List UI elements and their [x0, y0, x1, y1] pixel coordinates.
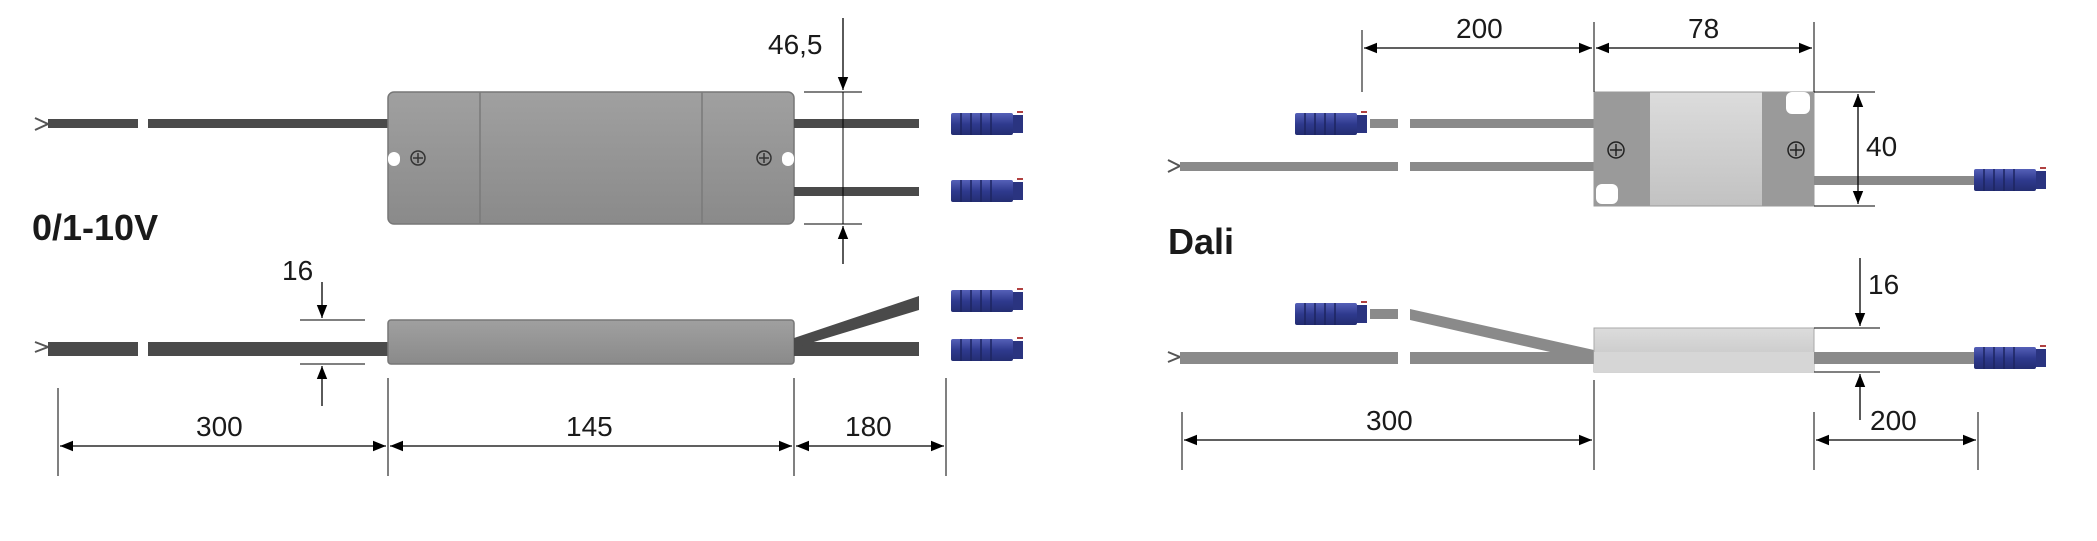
input-cable: [48, 119, 138, 128]
wire-end-icon: [34, 117, 51, 131]
connector-plug-icon: [950, 288, 1024, 313]
dim-cable-in: 300: [1366, 405, 1413, 436]
left-title: 0/1-10V: [32, 207, 158, 248]
wire-end-icon: [34, 341, 51, 353]
screw-hole-icon: [1607, 141, 1625, 159]
left-length-dims: 300 145 180: [57, 378, 947, 476]
dim-height-top: 40: [1866, 131, 1897, 162]
connector-plug-icon: [950, 111, 1024, 136]
dim-cable-in: 300: [196, 411, 243, 442]
right-length-dims: 300 200: [1181, 380, 1979, 470]
right-title: Dali: [1168, 221, 1234, 262]
screw-hole-icon: [388, 152, 400, 166]
right-side-view: 16: [1167, 258, 2047, 420]
driver-body: [387, 91, 795, 225]
screw-hole-icon: [1787, 141, 1805, 159]
screw-hole-icon: [410, 150, 426, 166]
right-diagram: Dali 200: [1167, 13, 2047, 470]
dim-height-side: 16: [282, 255, 313, 286]
input-cable: [148, 119, 388, 128]
output-cable: [794, 119, 919, 128]
dim-body: 145: [566, 411, 613, 442]
dim-cable-out: 180: [845, 411, 892, 442]
left-diagram: 0/1-10V 46,5: [32, 18, 1024, 476]
wire-end-icon: [1167, 351, 1183, 363]
screw-hole-icon: [1786, 92, 1810, 114]
dim-cable-out: 200: [1870, 405, 1917, 436]
connector-plug-icon: [1294, 301, 1368, 326]
connector-plug-icon: [950, 337, 1024, 362]
left-top-view: 46,5: [34, 18, 1024, 264]
connector-plug-icon: [1973, 167, 2047, 192]
dim-height-top: 46,5: [768, 29, 823, 60]
driver-body-side: [387, 319, 795, 365]
right-top-view: 200 78 40: [1167, 13, 2047, 207]
output-cable: [794, 187, 919, 196]
connector-plug-icon: [1294, 111, 1368, 136]
dim-height-side: 16: [1868, 269, 1899, 300]
dim-cable-top: 200: [1456, 13, 1503, 44]
wire-end-icon: [1167, 159, 1183, 173]
connector-plug-icon: [950, 178, 1024, 203]
connector-plug-icon: [1973, 345, 2047, 370]
dim-body-width: 78: [1688, 13, 1719, 44]
screw-hole-icon: [756, 150, 772, 166]
screw-hole-icon: [1596, 184, 1618, 204]
left-side-view: 16: [34, 255, 1024, 406]
